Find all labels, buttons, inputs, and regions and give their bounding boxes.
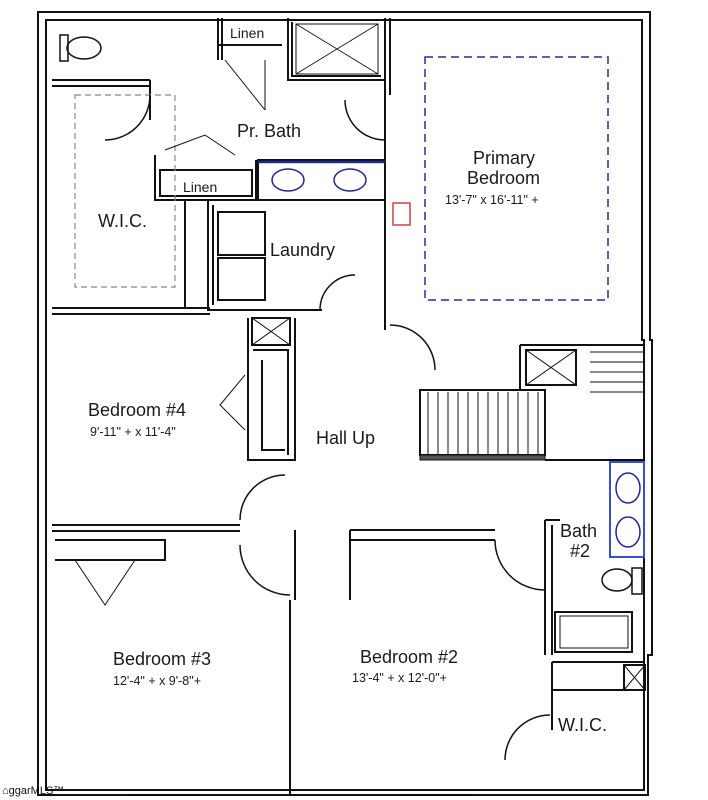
label-wic-left: W.I.C. [98,211,147,231]
label-bedroom4-dims: 9'-11" + x 11'-4" [90,425,176,439]
house-icon: ⌂ [2,785,9,797]
label-bedroom2-dims: 13'-4" + x 12'-0"+ [352,671,447,685]
label-pr-bath: Pr. Bath [237,121,301,141]
ceiling-outlines [74,56,609,301]
label-primary-bedroom-dims: 13'-7" x 16'-11" + [445,193,539,207]
watermark-text: ggarMLS™ [8,785,65,797]
label-bath2-2: #2 [570,541,590,561]
label-wic-right: W.I.C. [558,715,607,735]
label-linen-top: Linen [230,25,264,41]
label-bedroom2: Bedroom #2 [360,647,458,667]
mls-watermark: ⌂ggarMLS™ [2,785,64,797]
label-primary-bedroom-2: Bedroom [467,168,540,188]
label-bath2-1: Bath [560,521,597,541]
exterior-walls [37,11,653,796]
label-bedroom3: Bedroom #3 [113,649,211,669]
label-laundry: Laundry [270,240,335,260]
room-labels: Linen Linen Pr. Bath Primary Bedroom 13'… [88,25,607,735]
label-linen-lower: Linen [183,179,217,195]
label-hall-up: Hall Up [316,428,375,448]
label-primary-bedroom-1: Primary [473,148,535,168]
fixtures [59,23,645,595]
label-bedroom4: Bedroom #4 [88,400,186,420]
stair-treads [419,351,645,461]
label-bedroom3-dims: 12'-4" + x 9'-8"+ [113,674,201,688]
windows [130,11,610,796]
interior-walls [52,18,646,795]
door-swings [74,59,551,761]
